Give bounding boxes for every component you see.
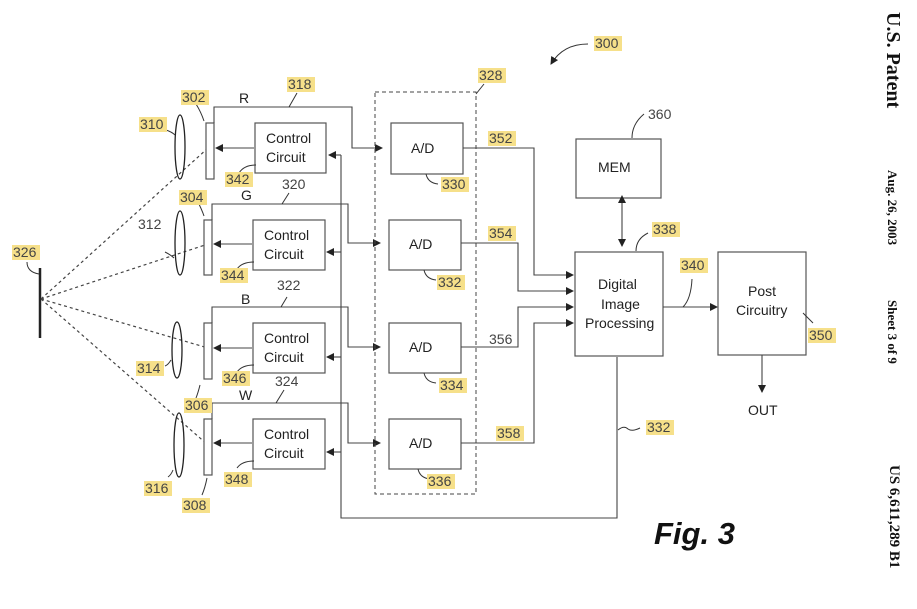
svg-text:Control: Control (266, 130, 311, 146)
svg-text:Control: Control (264, 227, 309, 243)
svg-text:354: 354 (489, 225, 513, 241)
svg-text:Image: Image (601, 296, 640, 312)
svg-text:316: 316 (145, 480, 169, 496)
svg-text:W: W (239, 387, 253, 403)
svg-text:332: 332 (438, 274, 462, 290)
svg-text:344: 344 (221, 267, 245, 283)
svg-text:Circuit: Circuit (264, 445, 304, 461)
control-circuit-346: Control Circuit (252, 322, 326, 374)
svg-text:358: 358 (497, 425, 521, 441)
svg-text:334: 334 (440, 377, 464, 393)
svg-text:Digital: Digital (598, 276, 637, 292)
svg-text:322: 322 (277, 277, 301, 293)
svg-text:Circuit: Circuit (264, 246, 304, 262)
svg-text:348: 348 (225, 471, 249, 487)
sensor-306 (203, 322, 213, 380)
svg-text:Post: Post (748, 283, 776, 299)
ref-326: 326 (13, 244, 37, 260)
svg-text:G: G (241, 187, 252, 203)
svg-text:336: 336 (428, 473, 452, 489)
patent-date: Aug. 26, 2003 (885, 170, 900, 246)
lens-316 (173, 412, 185, 478)
svg-text:306: 306 (185, 397, 209, 413)
svg-text:342: 342 (226, 171, 250, 187)
sensors (195, 103, 215, 496)
svg-text:320: 320 (282, 176, 306, 192)
svg-text:B: B (241, 291, 250, 307)
sheet-number: Sheet 3 of 9 (885, 300, 900, 364)
svg-text:310: 310 (140, 116, 164, 132)
ref-340: 340 (681, 257, 705, 273)
ad-336: A/D (388, 418, 462, 480)
lens-312 (174, 210, 186, 276)
svg-text:R: R (239, 90, 249, 106)
svg-text:304: 304 (180, 189, 204, 205)
output-label: OUT (748, 402, 778, 418)
sensor-304 (203, 219, 213, 276)
ref-338: 338 (653, 221, 677, 237)
svg-text:A/D: A/D (409, 236, 432, 252)
svg-text:352: 352 (489, 130, 513, 146)
figure-ref-300: 300 (550, 35, 622, 65)
sensor-302 (205, 122, 215, 180)
lens-314 (171, 321, 183, 379)
dip-to-post: 340 (663, 257, 718, 311)
svg-text:Circuit: Circuit (264, 349, 304, 365)
svg-text:Control: Control (264, 426, 309, 442)
reference-numerals: 318 320 322 324 302 304 306 308 310 312 … (136, 76, 524, 513)
control-circuit-344: Control Circuit (252, 219, 326, 271)
patent-label: U.S. Patent (882, 12, 904, 109)
svg-text:324: 324 (275, 373, 299, 389)
control-leads (236, 164, 257, 469)
light-rays (40, 147, 209, 446)
svg-text:300: 300 (595, 35, 619, 51)
ref-328: 328 (479, 67, 503, 83)
digital-image-processing: Digital Image Processing 338 (574, 221, 680, 357)
control-to-sensor (213, 144, 254, 447)
post-circuitry: Post Circuitry 350 OUT (717, 251, 836, 418)
patent-number: US 6,611,289 B1 (886, 465, 902, 569)
channel-labels: R G B W (239, 90, 253, 403)
feedback-bus: 332 (326, 151, 674, 519)
ad-334: A/D (388, 322, 462, 384)
ad-group-328: 328 (374, 67, 506, 495)
ad-332: A/D (388, 219, 462, 281)
ref-350: 350 (809, 327, 833, 343)
ad-output-wires (461, 147, 574, 444)
ad-330: A/D (390, 122, 464, 185)
channel-wires (211, 92, 383, 447)
svg-text:A/D: A/D (409, 435, 432, 451)
mem-block: MEM 360 (575, 106, 672, 247)
svg-text:356: 356 (489, 331, 513, 347)
lenses (164, 114, 186, 478)
control-circuit-348: Control Circuit (252, 418, 326, 470)
sensor-308 (203, 418, 213, 476)
ref-332-feedback: 332 (647, 419, 671, 435)
svg-text:330: 330 (442, 176, 466, 192)
svg-text:Circuit: Circuit (266, 149, 306, 165)
svg-text:346: 346 (223, 370, 247, 386)
svg-text:A/D: A/D (409, 339, 432, 355)
svg-text:MEM: MEM (598, 159, 631, 175)
svg-text:Circuitry: Circuitry (736, 302, 787, 318)
svg-text:302: 302 (182, 89, 206, 105)
svg-text:A/D: A/D (411, 140, 434, 156)
svg-text:314: 314 (137, 360, 161, 376)
svg-text:Control: Control (264, 330, 309, 346)
svg-text:318: 318 (288, 76, 312, 92)
ref-360: 360 (648, 106, 672, 122)
svg-text:312: 312 (138, 216, 162, 232)
object-326: 326 (12, 244, 42, 338)
svg-text:308: 308 (183, 497, 207, 513)
lens-310 (174, 114, 186, 180)
figure-caption: Fig. 3 (654, 516, 735, 551)
control-circuit-342: Control Circuit (254, 122, 327, 174)
svg-text:Processing: Processing (585, 315, 654, 331)
